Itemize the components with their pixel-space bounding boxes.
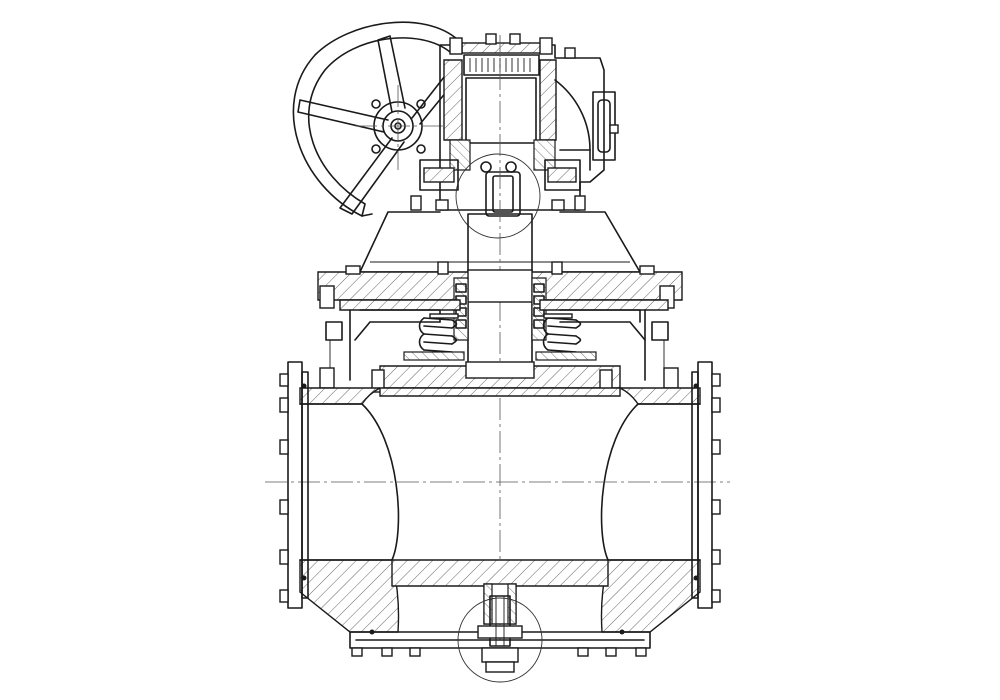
left-flange-bolts — [279, 373, 289, 603]
stem-coupling — [485, 171, 521, 217]
gearbox-cover — [461, 42, 543, 54]
plug-cover — [319, 321, 679, 393]
left-flange — [279, 361, 309, 609]
spring-right — [542, 317, 582, 353]
body-upper-wall — [299, 387, 381, 405]
handwheel — [292, 21, 459, 217]
bonnet-housing-left — [359, 211, 441, 273]
bottom-plate — [349, 631, 651, 649]
gearbox-inner-shaft — [465, 77, 537, 144]
gearbox-bolts — [410, 195, 586, 211]
plug-right-profile — [600, 403, 639, 561]
body-lower-wall — [299, 559, 400, 633]
right-flange-bolts — [711, 373, 721, 603]
plug-left-profile — [361, 403, 400, 561]
gearbox-housing — [439, 44, 605, 211]
handwheel-spokes — [297, 35, 457, 215]
indicator-window — [592, 91, 616, 161]
bottom-bolts — [351, 647, 647, 657]
right-flange — [691, 361, 721, 609]
detail-circle-top — [455, 153, 541, 239]
hub-bolts — [371, 99, 426, 154]
detail-circle-bottom — [457, 597, 543, 683]
bonnet-housing-right — [559, 211, 641, 273]
springs — [403, 313, 597, 361]
gearbox — [410, 33, 619, 239]
bottom-trunnion — [457, 583, 543, 683]
bonnet — [317, 35, 683, 640]
spring-left — [418, 317, 458, 353]
valve-body — [265, 387, 730, 657]
